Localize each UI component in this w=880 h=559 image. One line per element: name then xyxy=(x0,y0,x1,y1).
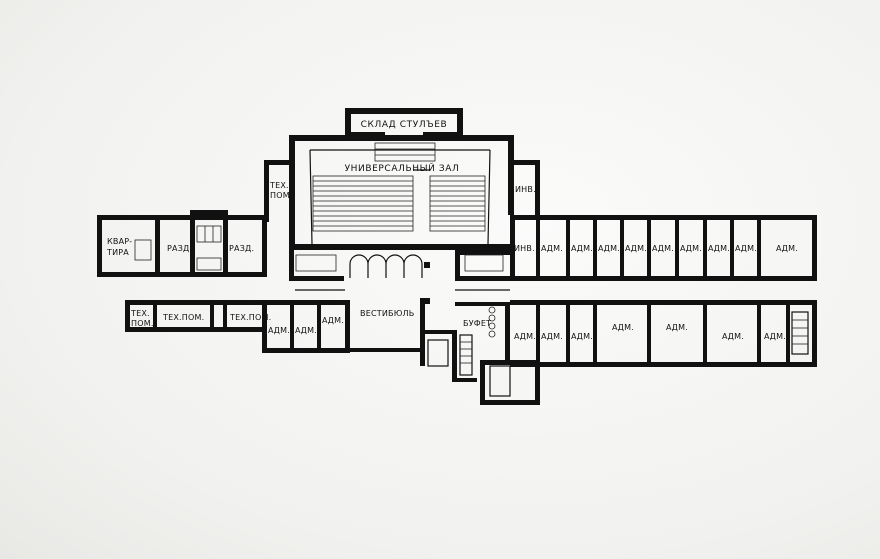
adm-bottom-4: АДМ. xyxy=(612,323,634,332)
inventory-room-top: ИНВ. xyxy=(508,160,540,218)
adm-bottom-3: АДМ. xyxy=(571,332,593,341)
adm-bottom-2: АДМ. xyxy=(541,332,563,341)
tech-top-label-2: ПОМ. xyxy=(270,191,293,200)
adm-top-7: АДМ. xyxy=(708,244,730,253)
column xyxy=(424,262,430,268)
adm-left-rooms: АДМ. АДМ. АДМ. xyxy=(262,300,350,353)
adm-bottom-1: АДМ. xyxy=(514,332,536,341)
hall-foyer-block xyxy=(289,250,510,281)
lobby: ВЕСТИБЮЛЬ xyxy=(350,298,454,367)
tech-room-top: ТЕХ. ПОМ. xyxy=(264,160,294,222)
inv-mid-label: ИНВ. xyxy=(514,244,535,253)
tech-a-label: ТЕХ.ПОМ. xyxy=(162,313,204,322)
adm-left-label-3: АДМ. xyxy=(322,316,344,325)
office-wing-top: ИНВ. АДМ. АДМ. АДМ. АДМ. АДМ. АДМ. АДМ. … xyxy=(510,215,817,281)
chair-storage: СКЛАД СТУЛЪЕВ xyxy=(345,108,463,138)
universal-hall: УНИВЕРСАЛЬНЫЙ ЗАЛ xyxy=(289,135,514,250)
adm-top-1: АДМ. xyxy=(541,244,563,253)
adm-left-label-2: АДМ. xyxy=(295,326,317,335)
tech-b-label: ТЕХ.ПОМ. xyxy=(229,313,271,322)
adm-top-3: АДМ. xyxy=(598,244,620,253)
chair-storage-label: СКЛАД СТУЛЪЕВ xyxy=(361,120,448,130)
adm-top-2: АДМ. xyxy=(571,244,593,253)
adm-top-6: АДМ. xyxy=(680,244,702,253)
razd-right-label: РАЗД. xyxy=(229,244,254,253)
adm-left-label-1: АДМ. xyxy=(268,326,290,335)
lobby-label: ВЕСТИБЮЛЬ xyxy=(360,309,414,318)
adm-top-5: АДМ. xyxy=(652,244,674,253)
hall-label: УНИВЕРСАЛЬНЫЙ ЗАЛ xyxy=(345,162,460,174)
adm-end-label: АДМ. xyxy=(776,244,798,253)
apartment-label-1: КВАР- xyxy=(107,237,132,246)
buffet: БУФЕТ xyxy=(452,302,540,405)
seating-rows-left xyxy=(312,175,414,232)
adm-bottom-6: АДМ. xyxy=(722,332,744,341)
apartment-label-2: ТИРА xyxy=(106,248,129,257)
adm-bottom-7: АДМ. xyxy=(764,332,786,341)
inv-top-label: ИНВ. xyxy=(515,185,536,194)
seating-rows-right xyxy=(429,175,486,232)
left-service-block: КВАР- ТИРА РАЗД. РАЗД. xyxy=(97,210,267,277)
tech-small-label-2: ПОМ. xyxy=(131,319,154,328)
tech-top-label-1: ТЕХ. xyxy=(269,181,289,190)
office-wing-bottom: АДМ. АДМ. АДМ. АДМ. АДМ. АДМ. АДМ. xyxy=(510,300,817,367)
buffet-label: БУФЕТ xyxy=(463,319,491,328)
tech-small-label-1: ТЕХ. xyxy=(130,309,150,318)
adm-top-4: АДМ. xyxy=(625,244,647,253)
razd-left-label: РАЗД. xyxy=(167,244,192,253)
adm-top-8: АДМ. xyxy=(735,244,757,253)
left-lower-rooms: ТЕХ. ПОМ. ТЕХ.ПОМ. ТЕХ.ПОМ. xyxy=(125,300,271,332)
adm-bottom-5: АДМ. xyxy=(666,323,688,332)
